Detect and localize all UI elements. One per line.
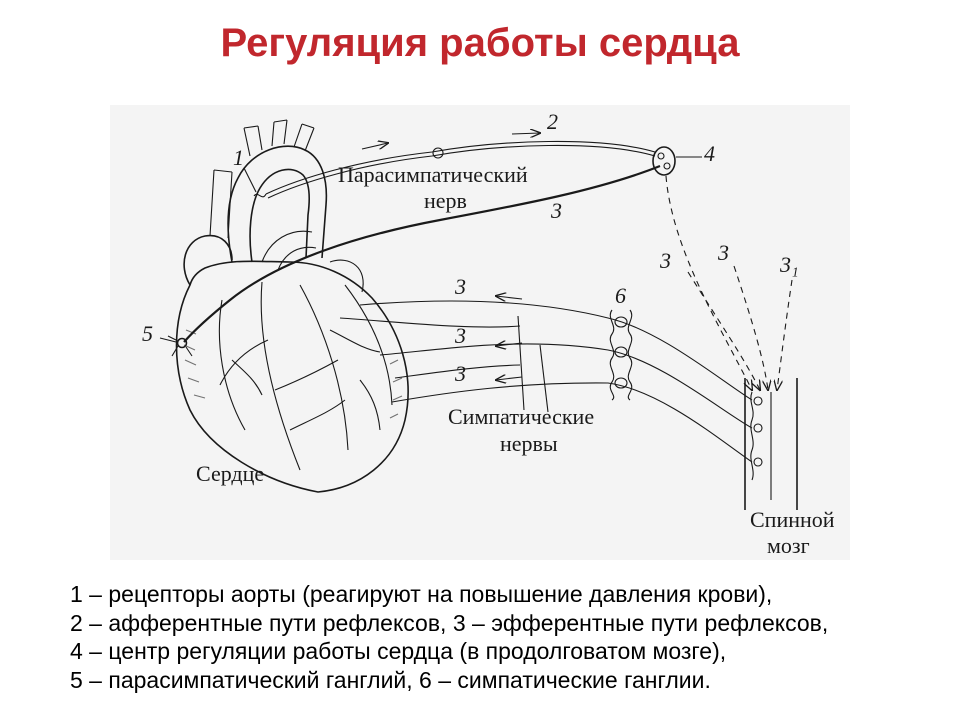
center-neuron-b xyxy=(663,162,671,170)
spinal-cord-label-line2: мозг xyxy=(767,533,810,558)
label-3-parasympathetic: 3 xyxy=(550,198,562,223)
sympathetic-line-a xyxy=(359,300,753,401)
leader-5 xyxy=(159,337,177,343)
center-neuron-a xyxy=(657,152,665,160)
label-3-dashed-a: 3 xyxy=(659,248,671,273)
label-3-dashed-c: 3₁ xyxy=(779,252,799,277)
label-3-sympathetic-b: 3 xyxy=(454,323,466,348)
sympathetic-line-c xyxy=(391,382,753,463)
legend-line-2: 2 – афферентные пути рефлексов, 3 – эффе… xyxy=(70,609,829,636)
afferent-ganglion xyxy=(432,147,444,159)
label-5: 5 xyxy=(142,321,153,346)
heart-outline xyxy=(175,260,409,493)
aortic-branches xyxy=(243,119,315,157)
legend-line-3: 4 – центр регуляции работы сердца (в про… xyxy=(70,638,727,665)
sympathetic-line-d xyxy=(339,317,521,379)
spinal-cord-label-line1: Спинной xyxy=(750,507,835,532)
sympathetic-label-line1: Симпатические xyxy=(448,404,594,429)
arrow-sympathetic-a xyxy=(496,296,523,299)
ganglion-6b xyxy=(614,346,628,358)
arrow-sympathetic-c xyxy=(496,377,523,380)
ganglion-6c xyxy=(614,377,628,389)
sympathetic-nerves: 3 3 3 Симпатические нервы xyxy=(339,274,753,463)
legend: 1 – рецепторы аорты (реагируют на повыше… xyxy=(70,580,950,695)
leader-1 xyxy=(243,167,257,193)
spinal-neuron-c xyxy=(753,457,763,467)
afferent-pathway-2: 2 xyxy=(265,109,656,199)
coronary-vessels xyxy=(218,281,393,471)
dashed-path-d xyxy=(777,279,793,390)
label-6: 6 xyxy=(615,283,626,308)
label-3-sympathetic-c: 3 xyxy=(454,361,466,386)
crossing-tick-a xyxy=(517,315,525,411)
parasympathetic-label-line1: Парасимпатический xyxy=(338,162,528,187)
parasympathetic-ganglion-5: 5 xyxy=(142,321,193,357)
crossing-tick-b xyxy=(539,344,549,413)
pulmonary-trunk xyxy=(261,230,317,271)
receptor-squiggle xyxy=(253,193,267,198)
aorta-inner xyxy=(249,168,310,263)
page-title: Регуляция работы сердца xyxy=(220,21,740,65)
sympathetic-label-line2: нервы xyxy=(500,431,558,456)
arrow-afferent-2 xyxy=(511,133,540,134)
center-oval xyxy=(652,146,676,176)
aortic-receptor-1: 1 xyxy=(233,145,267,198)
aorta-outer xyxy=(227,145,328,263)
vena-cava xyxy=(209,169,233,239)
left-auricle xyxy=(329,259,364,293)
label-3-dashed-b: 3 xyxy=(717,240,729,265)
heart-shading xyxy=(183,329,403,419)
label-1: 1 xyxy=(233,145,244,170)
descending-pathways: 3 3 3₁ xyxy=(659,175,799,390)
parasympathetic-label-line2: нерв xyxy=(424,188,467,213)
arrow-afferent-1 xyxy=(361,143,388,150)
sympathetic-line-b xyxy=(379,343,753,429)
label-4: 4 xyxy=(704,141,715,166)
dashed-path-b xyxy=(687,271,760,390)
cardiac-center-4: 4 xyxy=(652,141,715,176)
spinal-cord-column xyxy=(750,391,754,481)
legend-line-1: 1 – рецепторы аорты (реагируют на повыше… xyxy=(70,581,773,607)
parasympathetic-line xyxy=(183,164,661,343)
arrow-sympathetic-b xyxy=(496,343,523,346)
ganglion-chain-left xyxy=(609,309,615,401)
label-3-sympathetic-a: 3 xyxy=(454,274,466,299)
heart-label: Сердце xyxy=(196,461,264,486)
ganglion-chain-right xyxy=(627,309,633,401)
parasympathetic-nerve: Парасимпатический нерв 3 xyxy=(183,162,661,343)
legend-line-4: 5 – парасимпатический ганглий, 6 – симпа… xyxy=(70,667,711,694)
afferent-line-a xyxy=(265,140,656,195)
ganglion-5-fibers xyxy=(167,335,193,357)
label-2: 2 xyxy=(547,109,558,134)
afferent-line-b xyxy=(267,144,656,199)
spinal-cord: Спинной мозг xyxy=(744,378,835,558)
ganglion-5 xyxy=(176,337,188,349)
spinal-neuron-b xyxy=(753,423,763,433)
heart-drawing xyxy=(175,119,409,493)
ganglion-6a xyxy=(614,316,628,328)
sympathetic-ganglia-6: 6 xyxy=(609,283,633,401)
spinal-neuron-a xyxy=(753,396,763,406)
